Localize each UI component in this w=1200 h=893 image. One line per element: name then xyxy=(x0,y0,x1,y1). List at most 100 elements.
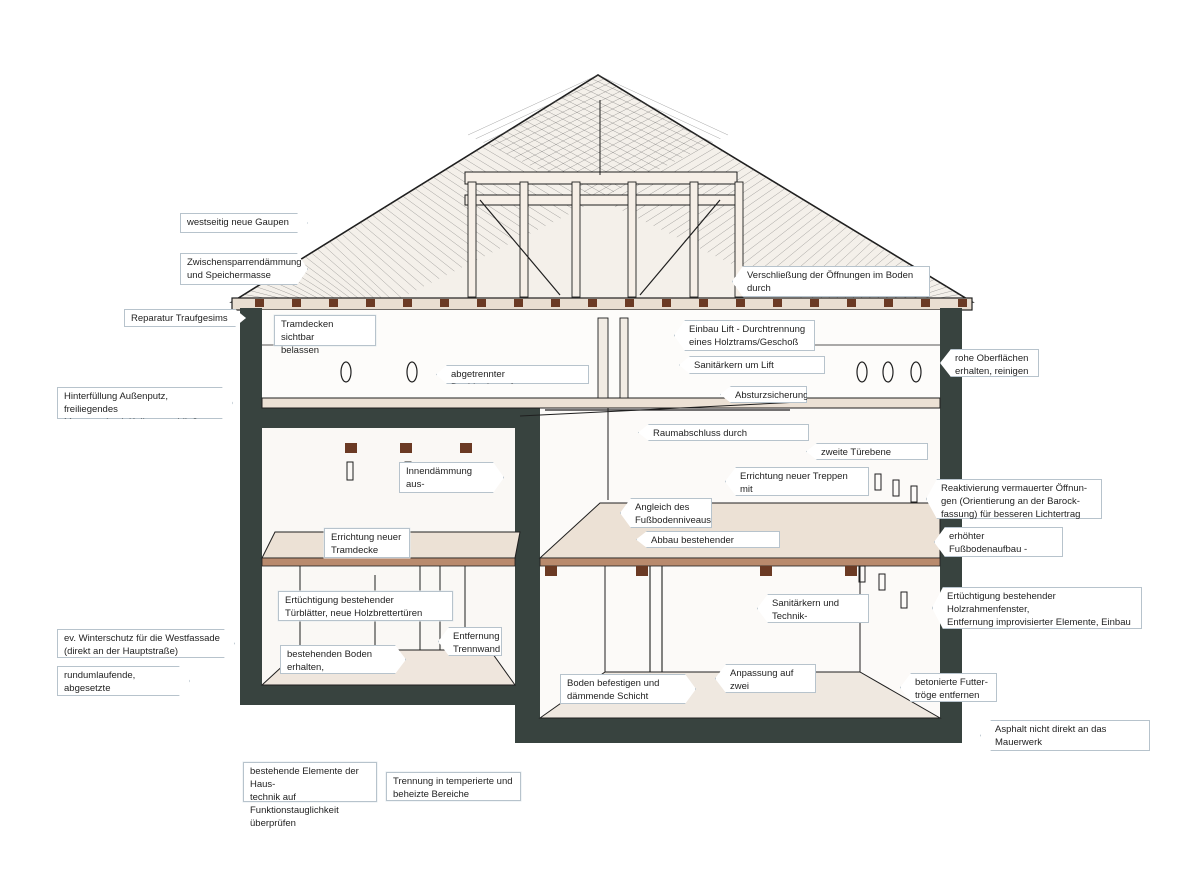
roof-rafter-left xyxy=(597,74,729,136)
west-floor-edge xyxy=(261,557,516,567)
label-treppen: Errichtung neuer Treppen mit angenehmer … xyxy=(725,467,869,496)
roof-rafter-left xyxy=(494,139,599,200)
eaves-beam-end xyxy=(588,299,597,307)
roof-rafter-left xyxy=(378,211,455,272)
label-anpassung: Anpassung auf zwei Bodenniveaus xyxy=(715,664,816,693)
king-post xyxy=(519,181,529,298)
label-absturz: Absturzsicherung xyxy=(720,386,807,403)
roof-structure xyxy=(229,74,975,311)
roof-rafter-right xyxy=(498,89,624,151)
roof-rafter-right xyxy=(753,214,829,276)
label-raumabschluss: Raumabschluss durch Leichtbauwände xyxy=(638,424,809,441)
roof-rafter-left xyxy=(305,256,364,303)
eaves-beam-end xyxy=(551,299,560,307)
east-floor-edge xyxy=(539,557,941,567)
eaves-beam-end xyxy=(736,299,745,307)
roof-rafter-right xyxy=(684,180,773,242)
roof-rafter-left xyxy=(549,105,668,166)
eaves-plate xyxy=(231,297,973,311)
label-oberflaechen: rohe Oberflächen erhalten, reinigen xyxy=(940,349,1039,377)
window-opening xyxy=(346,461,354,481)
roof-rafter-right xyxy=(491,86,617,147)
roof-rafter-right xyxy=(715,195,798,257)
roof-rafter-right xyxy=(730,203,811,264)
label-zweite-tuer: zweite Türebene einbringen xyxy=(806,443,928,460)
window-opening xyxy=(910,485,918,503)
eaves-beam-end xyxy=(773,299,782,307)
window-opening xyxy=(900,591,908,609)
eaves-beam-end xyxy=(884,299,893,307)
label-drainage: rundumlaufende, abgesetzte Drainage xyxy=(57,666,190,696)
label-winterschutz: ev. Winterschutz für die Westfassade (di… xyxy=(57,629,235,658)
label-dachboden: abgetrennter Dachbodenaufgang xyxy=(436,365,589,384)
roof-rafter-left xyxy=(408,192,493,253)
mid-wall-top xyxy=(240,408,540,428)
label-holztreppen: Abbau bestehender Holztreppen xyxy=(636,531,780,548)
label-boden-erhalten: bestehenden Boden erhalten, Dämmschicht … xyxy=(280,645,406,674)
label-haustechnik: bestehende Elemente der Haus- technik au… xyxy=(243,762,377,829)
window-opening xyxy=(892,479,900,497)
label-fussboden: erhöhter Fußbodenaufbau - Rampe anpassen xyxy=(934,527,1063,557)
roof-rafter-right xyxy=(475,78,605,140)
king-post xyxy=(467,181,477,298)
label-asphalt: Asphalt nicht direkt an das Mauerwerk an… xyxy=(980,720,1150,751)
label-traufgesims: Reparatur Traufgesims xyxy=(124,309,246,327)
eaves-beam-end xyxy=(958,299,967,307)
eaves-beam-end xyxy=(477,299,486,307)
roof-rafter-left xyxy=(366,218,440,279)
roof-rafter-left xyxy=(384,207,463,268)
east-middle-floor xyxy=(538,502,941,559)
roof-rafter-left xyxy=(542,108,660,170)
eaves-beam-end xyxy=(403,299,412,307)
roof-rafter-right xyxy=(591,135,698,196)
window-opening xyxy=(406,361,418,383)
label-hinterfuellung: Hinterfüllung Außenputz, freiliegendes M… xyxy=(57,387,233,419)
roof-rafter-right xyxy=(552,116,667,177)
eaves-beam-end xyxy=(292,299,301,307)
eaves-beam-end xyxy=(255,299,264,307)
label-zwischensparren: Zwischensparrendämmung und Speichermasse xyxy=(180,253,308,285)
eaves-beam-end xyxy=(625,299,634,307)
eaves-beam-end xyxy=(366,299,375,307)
label-reaktivierung: Reaktivierung vermauerter Öffnun- gen (O… xyxy=(926,479,1102,519)
label-holzrahmen: Ertüchtigung bestehender Holzrahmenfenst… xyxy=(932,587,1142,629)
upper-floor-slab xyxy=(261,397,941,409)
beam-end xyxy=(636,566,648,576)
label-lift: Einbau Lift - Durchtrennung eines Holztr… xyxy=(674,320,815,351)
stair-railing xyxy=(519,401,801,417)
window-opening xyxy=(856,361,868,383)
label-angleich: Angleich des Fußbodenniveaus xyxy=(620,498,712,528)
label-westseitig: westseitig neue Gaupen xyxy=(180,213,308,233)
eaves-beam-end xyxy=(440,299,449,307)
roof-rafter-right xyxy=(467,74,599,136)
roof-rafter-right xyxy=(483,82,611,143)
beam-end xyxy=(760,566,772,576)
window-opening xyxy=(910,361,922,383)
beam-end xyxy=(400,443,412,453)
eaves-beam-end xyxy=(921,299,930,307)
roof-rafter-left xyxy=(536,112,653,174)
roof-rafter-left xyxy=(372,214,447,276)
eaves-beam-end xyxy=(329,299,338,307)
roof-rafter-left xyxy=(298,260,356,303)
beam-end xyxy=(845,566,857,576)
beam-end xyxy=(460,443,472,453)
roof-rafter-left xyxy=(390,203,470,264)
beam-end xyxy=(345,443,357,453)
roof-rafter-left xyxy=(311,252,371,303)
roof-rafter-right xyxy=(529,105,648,166)
king-post xyxy=(734,181,744,298)
eaves-beam-end xyxy=(810,299,819,307)
roof-rafter-left xyxy=(347,229,417,291)
roof-rafter-right xyxy=(537,108,655,170)
collar-beam xyxy=(464,171,738,185)
beam-end xyxy=(545,566,557,576)
king-post xyxy=(571,181,581,298)
roof-rafter-left xyxy=(585,82,713,143)
label-trennwand: Entfernung Trennwand xyxy=(438,627,502,656)
east-foundation xyxy=(515,718,962,743)
roof-rafter-left xyxy=(329,241,394,302)
window-opening xyxy=(878,573,886,591)
label-tuerblaetter: Ertüchtigung bestehender Türblätter, neu… xyxy=(278,591,453,621)
